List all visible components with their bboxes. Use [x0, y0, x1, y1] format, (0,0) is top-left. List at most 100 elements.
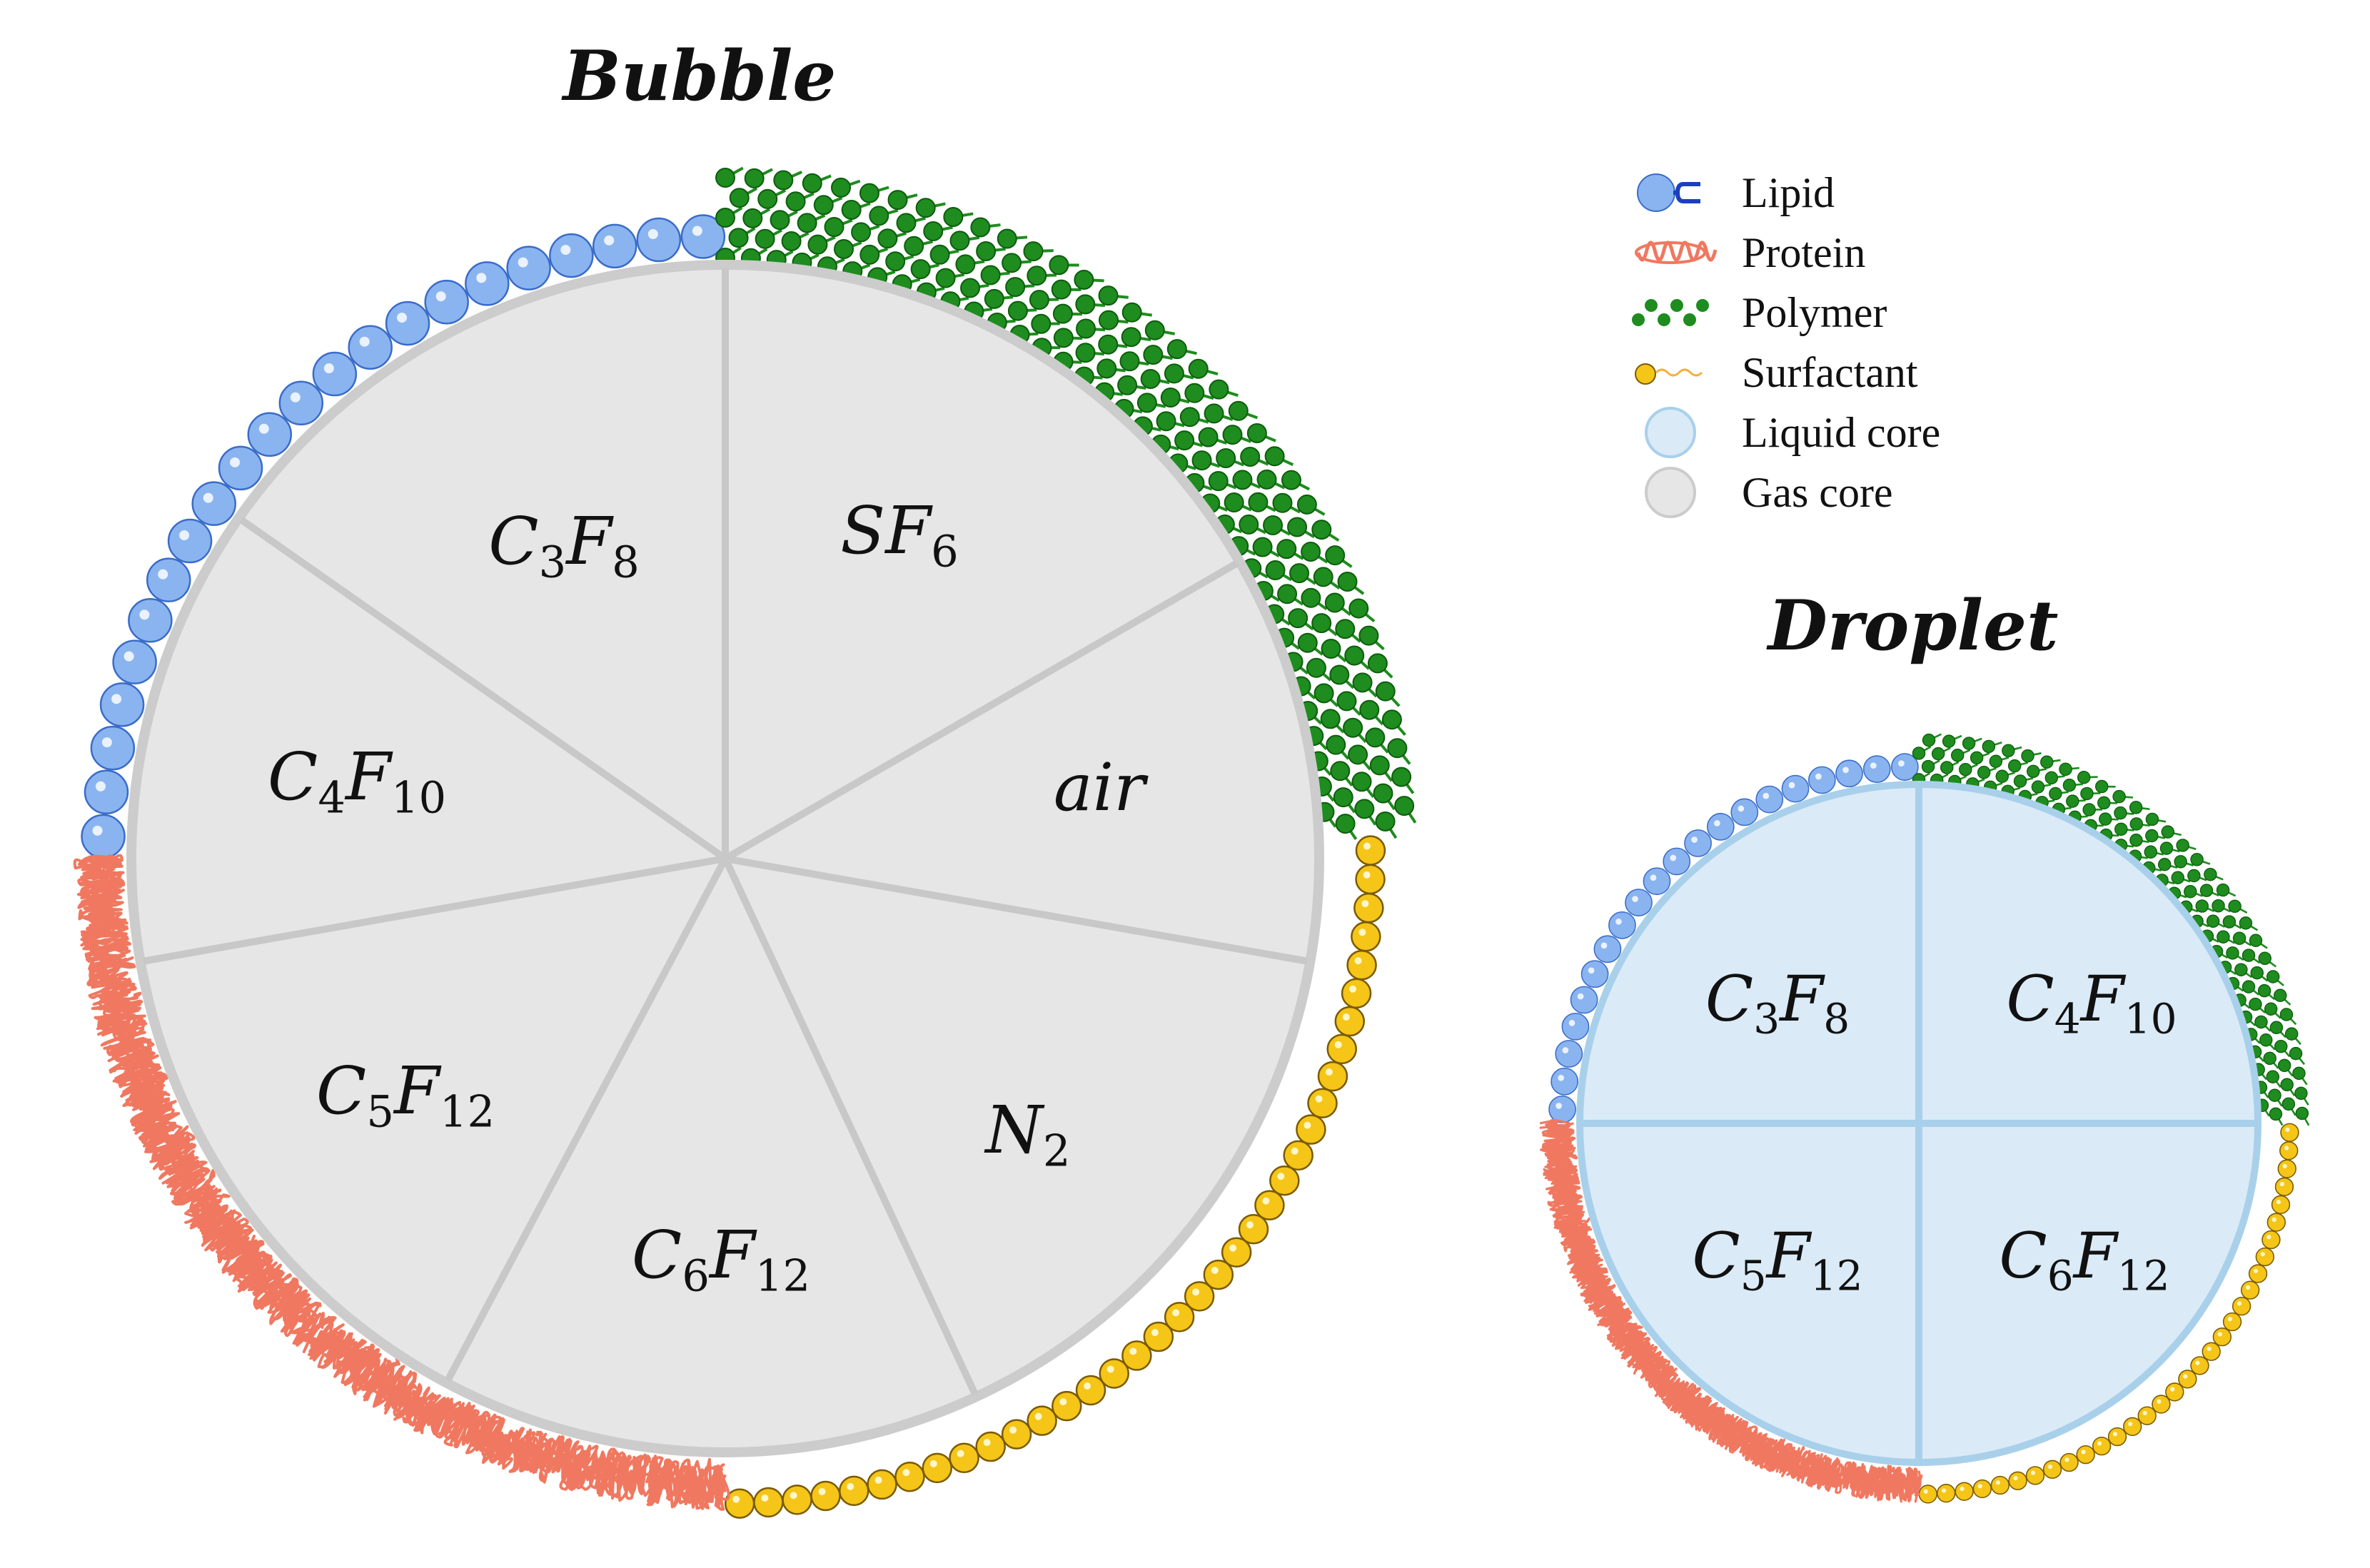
- polymer-bead: [773, 170, 794, 191]
- polymer-bead: [2114, 822, 2128, 836]
- legend-label: Protein: [1742, 229, 1865, 276]
- polymer-bead: [728, 228, 749, 248]
- lipid-molecule: [84, 769, 175, 815]
- subscript: 12: [1810, 1252, 1863, 1300]
- polymer-bead: [1289, 563, 1310, 584]
- lipid-head: [218, 445, 263, 491]
- surfactant-head: [1937, 1484, 1956, 1503]
- lipid-head: [1807, 766, 1836, 794]
- surfactant-highlight: [1354, 957, 1362, 965]
- bubble-sector-label: SF6: [840, 492, 959, 577]
- surfactant-highlight: [2260, 1252, 2265, 1257]
- surfactant-highlight: [2285, 1127, 2290, 1133]
- surfactant-head: [975, 1431, 1006, 1462]
- surfactant-highlight: [2170, 1387, 2175, 1392]
- surfactant-head: [1341, 978, 1372, 1009]
- polymer-bead: [1373, 783, 1393, 804]
- polymer-bead: [1049, 255, 1069, 275]
- polymer-bead: [2258, 951, 2271, 966]
- surfactant-head: [2279, 1141, 2299, 1160]
- surfactant-highlight: [2013, 1475, 2018, 1481]
- polymer-bead: [1074, 270, 1094, 290]
- polymer-bead: [2206, 914, 2220, 928]
- polymer-bead: [1031, 313, 1052, 334]
- formula-part: C: [1692, 1219, 1740, 1293]
- surfactant-head: [2274, 1177, 2294, 1197]
- surfactant-head: [1203, 1259, 1234, 1290]
- surfactant-head: [2266, 1213, 2286, 1232]
- surfactant-head: [1307, 1088, 1338, 1118]
- lipid-head: [348, 325, 393, 370]
- polymer-bead: [2292, 1066, 2306, 1081]
- polymer-bead: [1367, 653, 1388, 674]
- legend-label: Surfactant: [1742, 349, 1918, 396]
- polymer-bead: [1027, 265, 1047, 286]
- lipid-head: [247, 412, 293, 457]
- polymer-bead: [915, 198, 936, 218]
- sector-divider: [142, 855, 726, 965]
- bubble-shell: [73, 166, 1417, 1519]
- lipid-highlight: [158, 569, 168, 580]
- polymer-bead: [1263, 515, 1284, 536]
- polymer-bead: [1989, 754, 2003, 769]
- surfactant-head: [2042, 1460, 2062, 1479]
- surfactant-highlight: [2266, 1235, 2271, 1240]
- surfactant-head: [2261, 1230, 2281, 1250]
- polymer-bead: [2031, 780, 2045, 794]
- polymer-bead: [1121, 327, 1141, 348]
- polymer-bead: [1166, 339, 1187, 360]
- polymer-bead: [797, 213, 817, 233]
- polymer-bead: [2007, 759, 2022, 773]
- polymer-bead: [1029, 290, 1049, 310]
- formula-part: C: [488, 503, 538, 580]
- surfactant-highlight: [2237, 1301, 2242, 1306]
- polymer-bead: [2242, 980, 2256, 993]
- polymer-bead: [1995, 769, 2009, 783]
- surfactant-head: [1351, 921, 1381, 952]
- polymer-bead: [2280, 1078, 2294, 1092]
- lipid-highlight: [476, 273, 487, 283]
- polymer-bead: [1051, 279, 1071, 300]
- polymer-bead: [1002, 253, 1022, 273]
- polymer-bead: [2281, 1097, 2296, 1111]
- polymer-bead: [2212, 899, 2225, 913]
- surfactant-head: [2248, 1264, 2268, 1283]
- lipid-highlight: [518, 257, 528, 268]
- surfactant-head: [1027, 1405, 1057, 1436]
- polymer-bead: [2274, 1039, 2288, 1053]
- polymer-bead: [2157, 858, 2172, 871]
- polymer-bead: [1348, 744, 1368, 765]
- surfactant-head: [1918, 1484, 1937, 1504]
- polymer-bead: [2216, 883, 2230, 897]
- surfactant-highlight: [1363, 842, 1371, 850]
- polymer-bead: [2268, 1088, 2281, 1103]
- polymer-bead: [715, 168, 735, 188]
- polymer-bead: [2257, 983, 2271, 998]
- surfactant-highlight: [929, 1460, 937, 1467]
- polymer-bead: [1321, 638, 1341, 659]
- polymer-bead: [2002, 744, 2015, 758]
- lipid-highlight: [111, 694, 122, 704]
- polymer-bead: [984, 288, 1004, 309]
- polymer-bead: [1121, 302, 1142, 323]
- lipid-head: [1891, 753, 1919, 781]
- surfactant-head: [894, 1462, 925, 1492]
- lipid-head: [128, 598, 173, 643]
- polymer-bead: [1272, 492, 1293, 513]
- lipid-head: [191, 481, 236, 526]
- lipid-head: [1548, 1096, 1576, 1123]
- surfactant-head: [2240, 1280, 2260, 1300]
- polymer-bead: [1096, 358, 1117, 379]
- polymer-bead: [2082, 803, 2096, 816]
- polymer-bead: [970, 217, 991, 238]
- surfactant-highlight: [2030, 1470, 2036, 1475]
- polymer-bead: [1921, 759, 1935, 774]
- polymer-bead: [2232, 931, 2247, 945]
- polymer-bead: [1343, 717, 1363, 738]
- subscript: 4: [318, 773, 346, 823]
- formula-part: C: [632, 1217, 682, 1293]
- lipid-highlight: [1670, 854, 1677, 861]
- sector-divider: [725, 855, 1308, 965]
- polymer-bead: [1208, 471, 1229, 492]
